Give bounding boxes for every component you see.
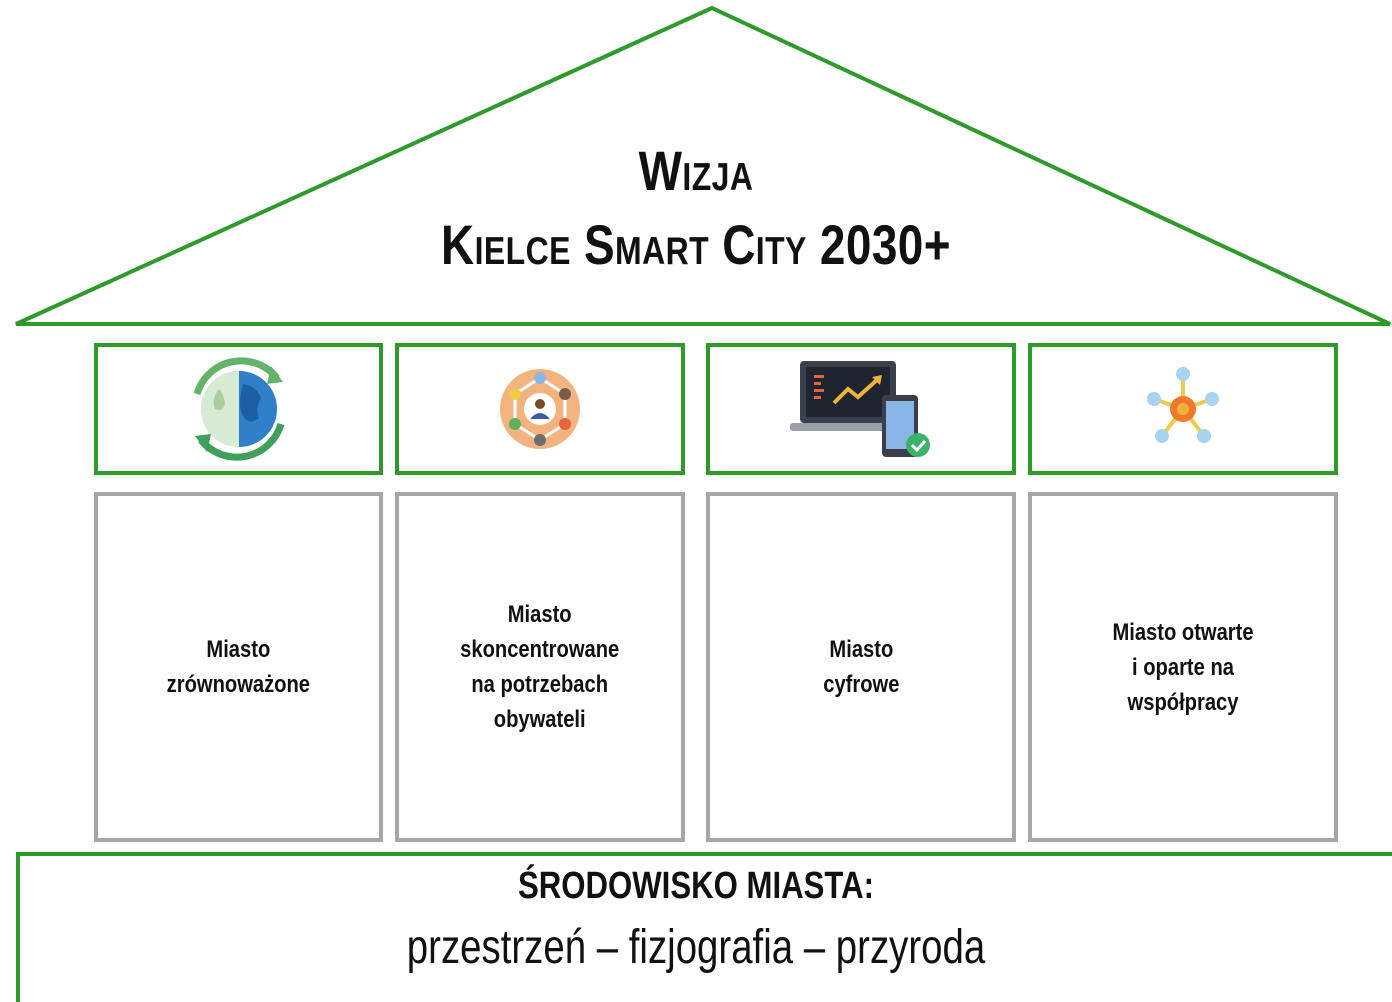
pillar-box-3: Miasto cyfrowe	[706, 492, 1016, 842]
pillar-label-4: Miasto otwarte i oparte na współpracy	[1112, 618, 1254, 716]
pillar-box-4: Miasto otwarte i oparte na współpracy	[1028, 492, 1338, 842]
pillar-label-1: Miasto zrównoważone	[166, 636, 311, 698]
pillar-box-2: Miasto skoncentrowane na potrzebach obyw…	[395, 492, 685, 842]
foundation-subtitle: przestrzeń – fizjografia – przyroda	[406, 921, 986, 974]
pillar-label-2: Miasto skoncentrowane na potrzebach obyw…	[460, 601, 620, 733]
pillar-icon-box-3	[706, 343, 1016, 475]
hub-network-icon	[1147, 367, 1219, 443]
vision-subtitle: Kielce Smart City 2030+	[441, 213, 951, 276]
globe-cycle-icon	[193, 357, 284, 461]
foundation-box	[16, 852, 1392, 1002]
pillar-icon-box-2	[395, 343, 685, 475]
pillar-icon-box-1	[94, 343, 383, 475]
pillar-label-3: Miasto cyfrowe	[822, 636, 900, 698]
roof-triangle	[15, 5, 1391, 326]
pillar-icon-box-4	[1028, 343, 1338, 475]
laptop-phone-chart-icon	[790, 360, 930, 457]
people-network-icon	[500, 369, 580, 449]
foundation-title: ŚRODOWISKO MIASTA:	[517, 865, 875, 907]
vision-title: Wizja	[638, 139, 754, 202]
pillar-box-1: Miasto zrównoważone	[94, 492, 383, 842]
